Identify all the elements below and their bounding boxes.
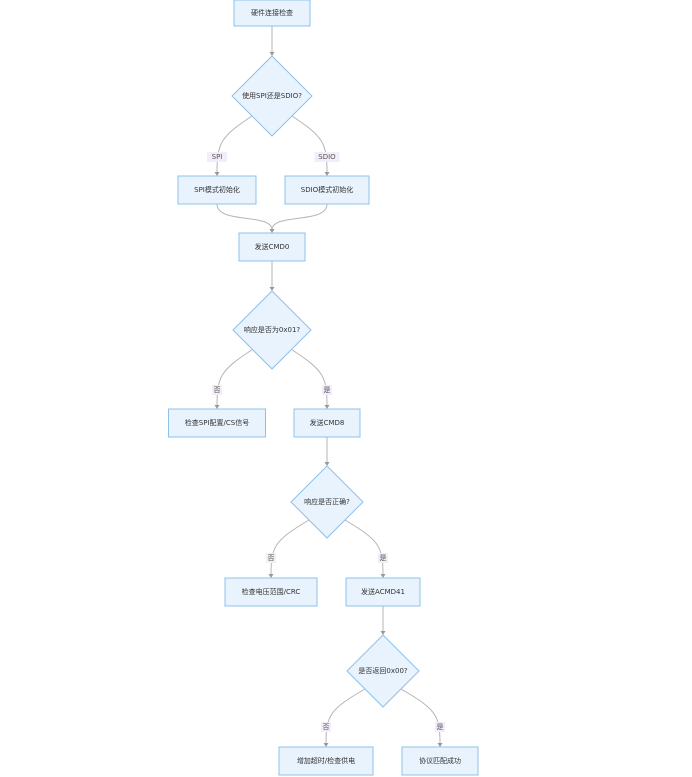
edge-label-text: 是 [437,723,444,731]
process-node-sdio_init: SDIO模式初始化 [284,175,370,205]
edge-label-mode-to-spi_init: SPI [207,152,227,162]
node-label: 发送CMD8 [310,418,345,427]
edge-label-text: 否 [323,723,330,731]
process-box [284,175,370,205]
node-label: 检查SPI配置/CS信号 [185,418,249,427]
process-box [401,746,479,776]
edge-label-resp01-to-cmd8: 是 [322,385,332,395]
decision-node-mode: 使用SPI还是SDIO? [231,55,313,137]
process-box [168,408,266,438]
edge-label-text: SDIO [318,153,336,161]
edge-label-text: 否 [268,554,275,562]
process-box [345,577,421,607]
decision-diamond [290,465,364,539]
decision-diamond [232,290,312,370]
decision-diamond [231,55,313,137]
edge-label-resp01-to-check_spi: 否 [212,385,222,395]
process-node-check_volt: 检查电压范围/CRC [224,577,318,607]
edge-label-background [266,553,276,563]
process-box [233,0,311,27]
edge-label-background [321,722,331,732]
process-box [238,232,306,262]
process-node-success: 协议匹配成功 [401,746,479,776]
node-label: 响应是否为0x01? [244,325,301,334]
decision-node-resp_ok: 响应是否正确? [290,465,364,539]
arrowhead-cmd0 [269,229,275,233]
process-node-cmd8: 发送CMD8 [293,408,361,438]
edge-label-background [378,553,388,563]
edges-layer [214,26,443,747]
arrowhead-resp_ok [324,462,330,466]
edge-label-text: SPI [212,153,223,161]
edge-label-background [322,385,332,395]
process-node-hw: 硬件连接检查 [233,0,311,27]
edge-resp01-to-cmd8 [291,349,328,407]
process-box [177,175,257,205]
node-label: 发送CMD0 [255,242,290,251]
edge-label-text: 是 [380,554,387,562]
node-label: SDIO模式初始化 [301,185,353,194]
edge-ret00-to-success [400,688,441,745]
node-label: 是否返回0x00? [358,667,408,675]
arrowhead-timeout [323,743,329,747]
decision-node-resp01: 响应是否为0x01? [232,290,312,370]
edge-label-background [207,152,227,162]
edge-label-text: 是 [324,386,331,394]
arrowhead-resp01 [269,287,275,291]
arrowhead-success [437,743,443,747]
arrowhead-check_spi [214,405,220,409]
process-box [224,577,318,607]
arrowhead-cmd8 [324,405,330,409]
edge-mode-to-spi_init [216,115,253,174]
arrowhead-mode [269,52,275,56]
arrowhead-check_volt [268,574,274,578]
edge-resp_ok-to-acmd41 [344,519,384,576]
edge-resp_ok-to-check_volt [270,519,310,576]
process-node-timeout: 增加超时/检查供电 [278,746,374,776]
edge-mode-to-sdio_init [291,115,328,174]
arrowhead-ret00 [380,631,386,635]
process-node-cmd0: 发送CMD0 [238,232,306,262]
edge-label-background [314,152,340,162]
edge-label-ret00-to-success: 是 [435,722,445,732]
edge-label-resp_ok-to-check_volt: 否 [266,553,276,563]
node-label: 协议匹配成功 [419,756,461,765]
arrowhead-sdio_init [324,172,330,176]
process-node-check_spi: 检查SPI配置/CS信号 [168,408,266,438]
process-node-acmd41: 发送ACMD41 [345,577,421,607]
edge-spi_init-to-cmd0 [216,203,273,231]
process-node-spi_init: SPI模式初始化 [177,175,257,205]
edge-label-background [212,385,222,395]
process-box [278,746,374,776]
edge-label-mode-to-sdio_init: SDIO [314,152,340,162]
decision-node-ret00: 是否返回0x00? [346,634,420,708]
edge-resp01-to-check_spi [216,349,253,407]
edge-label-resp_ok-to-acmd41: 是 [378,553,388,563]
node-label: 硬件连接检查 [251,8,293,17]
node-label: 检查电压范围/CRC [242,587,301,596]
edge-label-ret00-to-timeout: 否 [321,722,331,732]
process-box [293,408,361,438]
arrowhead-acmd41 [380,574,386,578]
node-label: 响应是否正确? [304,497,350,506]
edge-label-background [435,722,445,732]
edge-ret00-to-timeout [325,688,366,745]
arrowhead-spi_init [214,172,220,176]
node-label: 使用SPI还是SDIO? [242,91,302,100]
node-label: 增加超时/检查供电 [297,756,355,765]
node-label: SPI模式初始化 [194,185,240,194]
decision-diamond [346,634,420,708]
edge-sdio_init-to-cmd0 [271,203,328,231]
node-label: 发送ACMD41 [361,587,405,596]
edge-label-text: 否 [214,386,221,394]
